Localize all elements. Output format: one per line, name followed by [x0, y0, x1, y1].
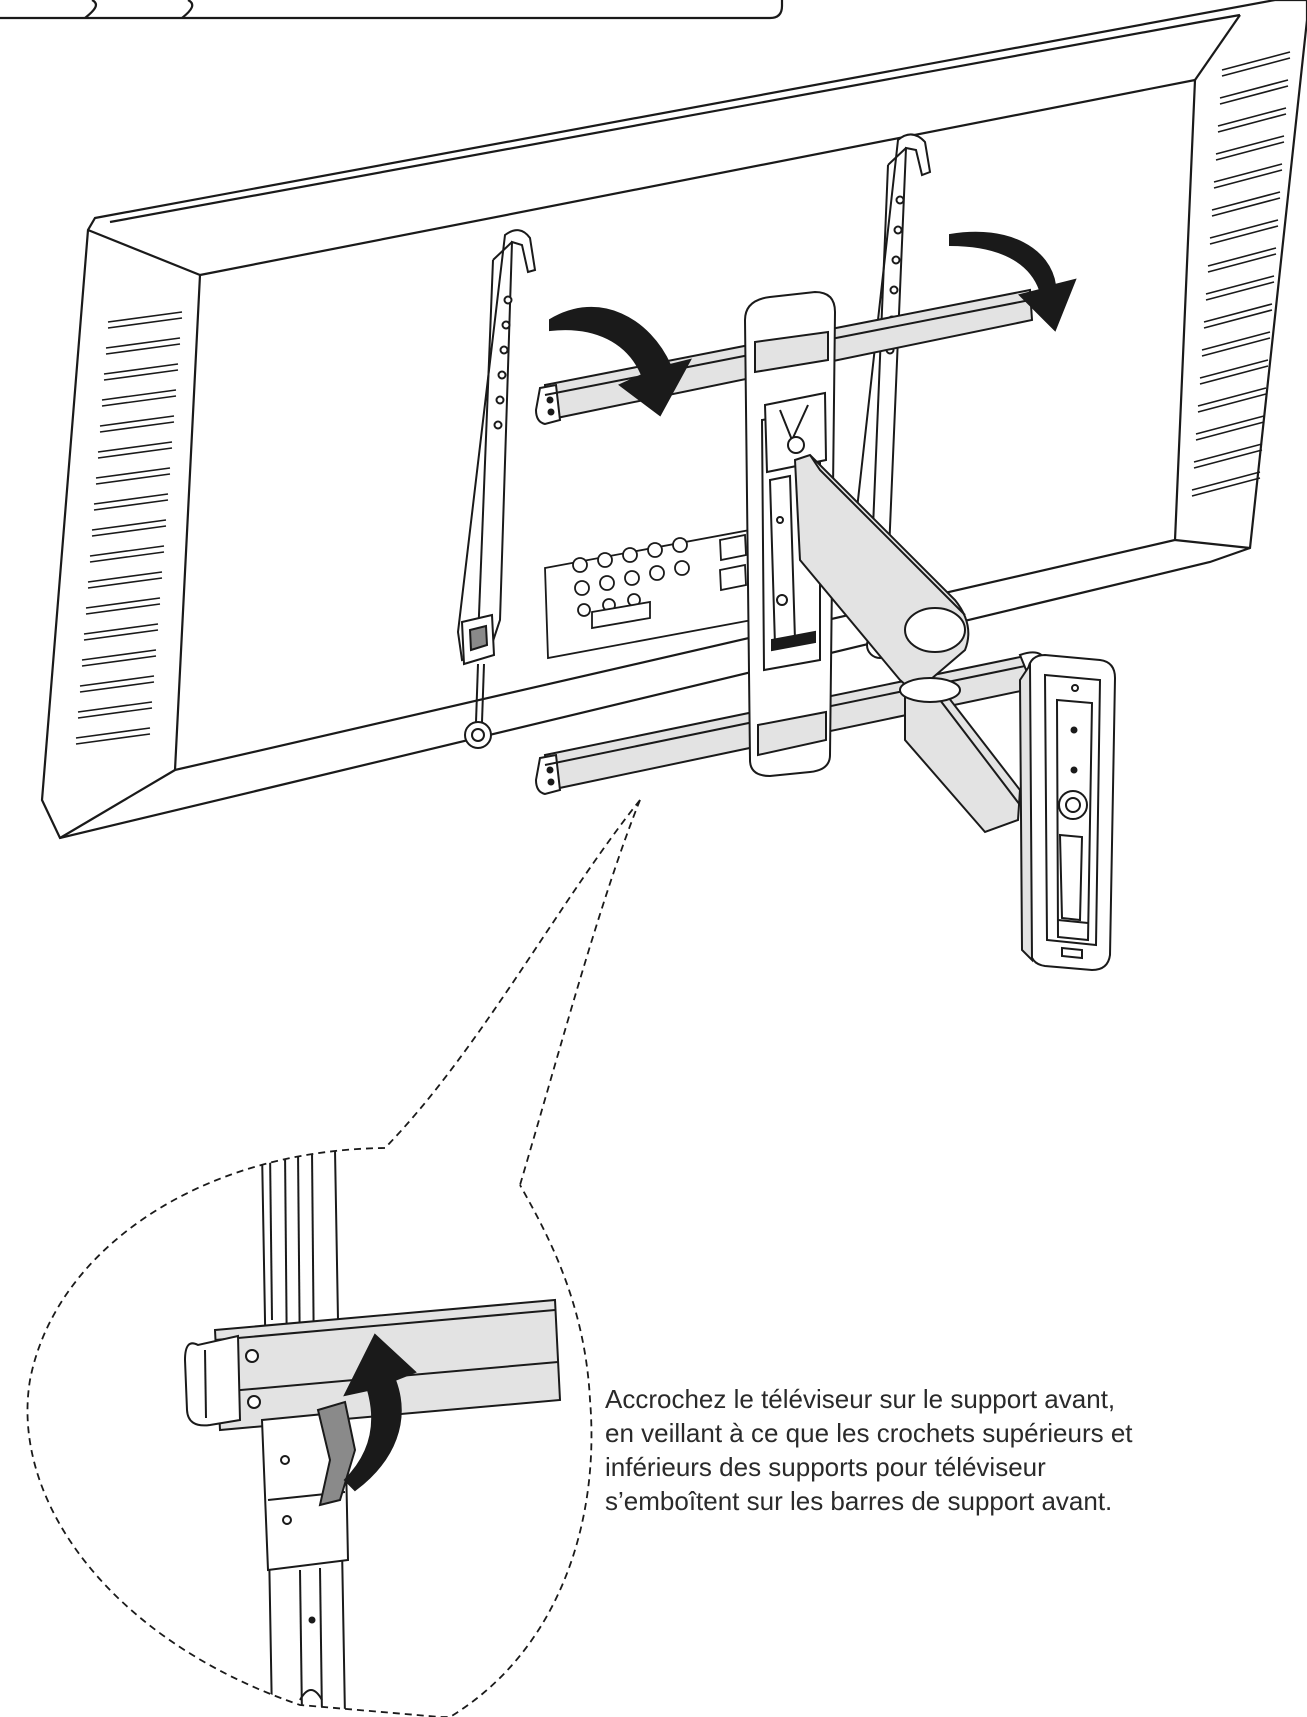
tv-panel [40, 0, 1307, 840]
tv-input-ports [544, 528, 753, 660]
left-tv-bracket [456, 229, 537, 749]
wall-plate [1018, 653, 1117, 972]
mount-carriage [743, 290, 837, 778]
right-vents [1191, 51, 1291, 497]
zoom-arrow [343, 1333, 417, 1492]
zoom-detail [26, 1147, 593, 1717]
caption-line-3: inférieurs des supports pour téléviseur [605, 1452, 1046, 1482]
zoom-circle-outline [26, 1147, 593, 1717]
left-vents [75, 311, 183, 745]
rotation-arrow-left [549, 307, 692, 417]
rotation-arrow-right [949, 231, 1077, 332]
articulating-arm [793, 453, 1022, 834]
caption-line-4: s’emboîtent sur les barres de support av… [605, 1486, 1113, 1516]
instruction-caption: Accrochez le téléviseur sur le support a… [605, 1382, 1265, 1518]
zoom-callout-lines [384, 799, 641, 1186]
top-callout-box [0, 0, 784, 20]
caption-line-1: Accrochez le téléviseur sur le support a… [605, 1384, 1116, 1414]
caption-line-2: en veillant à ce que les crochets supéri… [605, 1418, 1133, 1448]
